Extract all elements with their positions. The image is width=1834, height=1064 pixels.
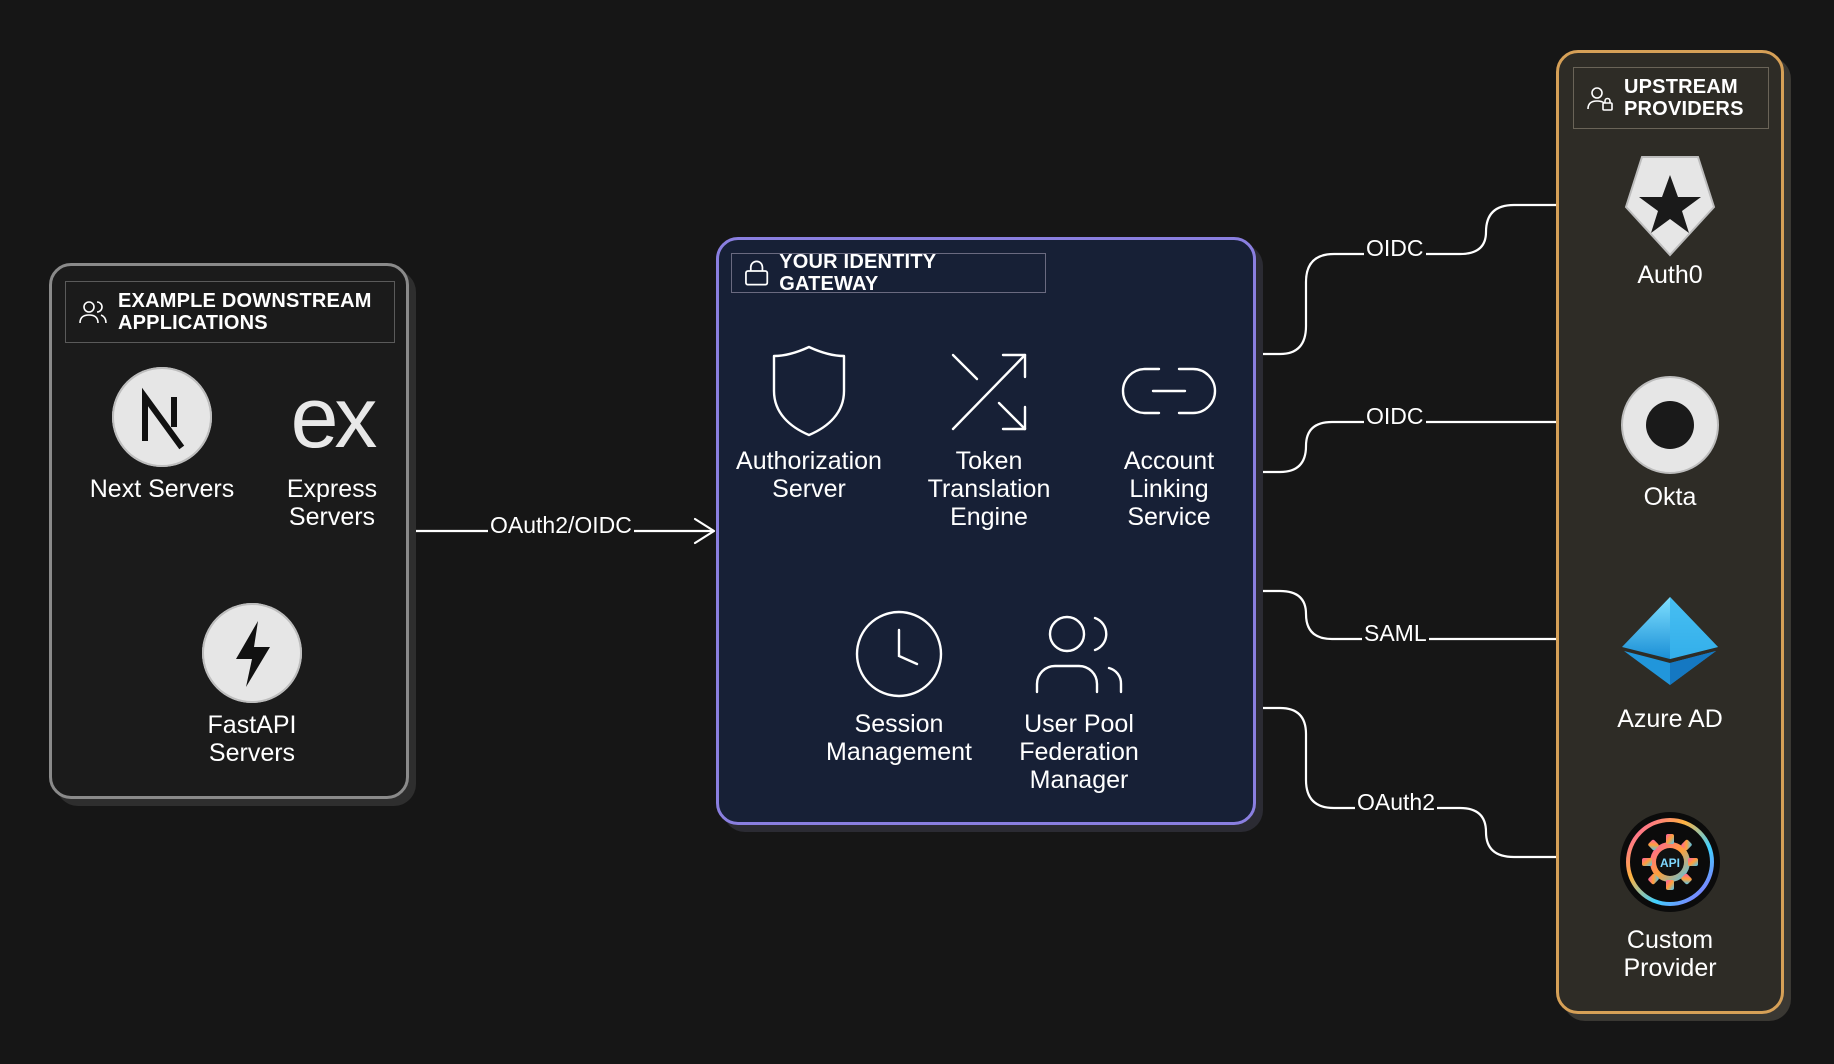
- gateway-panel-header: YOUR IDENTITY GATEWAY: [731, 251, 1046, 295]
- shield-icon: [772, 345, 846, 437]
- provider-label: Custom Provider: [1623, 926, 1717, 982]
- downstream-applications-panel: EXAMPLE DOWNSTREAM APPLICATIONS Next Ser…: [49, 263, 409, 799]
- component-session-management: Session Management: [809, 606, 989, 766]
- fastapi-logo-icon: [202, 603, 302, 703]
- users-icon: [79, 301, 107, 324]
- arrowhead-gateway: [693, 517, 716, 545]
- identity-gateway-panel: YOUR IDENTITY GATEWAY Authorization Serv…: [716, 237, 1256, 825]
- shuffle-icon: [951, 353, 1027, 431]
- component-label: User Pool Federation Manager: [1019, 710, 1139, 794]
- nextjs-logo-icon: [112, 367, 212, 467]
- component-token-translation-engine: Token Translation Engine: [899, 343, 1079, 531]
- auth0-logo-icon: [1624, 156, 1716, 257]
- express-logo-icon: ex: [291, 370, 382, 466]
- provider-auth0: Auth0: [1559, 153, 1781, 289]
- upstream-providers-panel: UPSTREAM PROVIDERS Auth0 Okta: [1556, 50, 1784, 1014]
- protocol-label-saml: SAML: [1362, 620, 1429, 646]
- component-label: Account Linking Service: [1123, 447, 1215, 531]
- link-icon: [1121, 367, 1217, 415]
- app-next-servers: Next Servers: [72, 367, 252, 503]
- provider-okta: Okta: [1559, 373, 1781, 511]
- provider-label: Auth0: [1637, 261, 1703, 289]
- app-label: Express Servers: [286, 475, 378, 531]
- connector-gateway-okta: [1254, 420, 1622, 474]
- component-user-pool-federation-manager: User Pool Federation Manager: [989, 606, 1169, 794]
- clock-icon: [855, 610, 943, 698]
- provider-custom: API Custom Provider: [1559, 810, 1781, 982]
- app-express-servers: ex Express Servers: [252, 367, 412, 531]
- component-label: Token Translation Engine: [927, 447, 1051, 531]
- azure-ad-logo-icon: [1622, 597, 1718, 685]
- protocol-label-oidc-auth0: OIDC: [1364, 235, 1426, 261]
- protocol-label-oauth2: OAuth2: [1355, 789, 1437, 815]
- upstream-panel-title: UPSTREAM PROVIDERS: [1624, 76, 1744, 120]
- protocol-label-oidc-okta: OIDC: [1364, 403, 1426, 429]
- gateway-panel-title: YOUR IDENTITY GATEWAY: [779, 251, 936, 295]
- component-authorization-server: Authorization Server: [719, 343, 899, 503]
- app-label: Next Servers: [89, 475, 235, 503]
- provider-azure-ad: Azure AD: [1559, 593, 1781, 733]
- svg-text:API: API: [1660, 856, 1680, 870]
- connector-gateway-custom: [1254, 706, 1622, 859]
- component-label: Session Management: [826, 710, 972, 766]
- users-icon: [1035, 615, 1123, 694]
- upstream-panel-header: UPSTREAM PROVIDERS: [1573, 67, 1769, 129]
- provider-label: Azure AD: [1617, 705, 1723, 733]
- lock-icon: [745, 260, 769, 286]
- okta-logo-icon: [1621, 376, 1719, 474]
- downstream-panel-header: EXAMPLE DOWNSTREAM APPLICATIONS: [65, 281, 395, 343]
- api-gear-icon: API: [1620, 812, 1720, 912]
- downstream-panel-title: EXAMPLE DOWNSTREAM APPLICATIONS: [118, 290, 372, 334]
- user-lock-icon: [1587, 87, 1613, 111]
- app-label: FastAPI Servers: [207, 711, 297, 767]
- app-fastapi-servers: FastAPI Servers: [162, 603, 342, 767]
- svg-text:ex: ex: [291, 370, 378, 466]
- connector-gateway-azure: [1254, 589, 1622, 641]
- connector-gateway-auth0: [1254, 203, 1622, 356]
- provider-label: Okta: [1643, 483, 1697, 511]
- component-account-linking-service: Account Linking Service: [1079, 343, 1259, 531]
- component-label: Authorization Server: [736, 447, 882, 503]
- protocol-label-oauth2-oidc: OAuth2/OIDC: [488, 512, 634, 538]
